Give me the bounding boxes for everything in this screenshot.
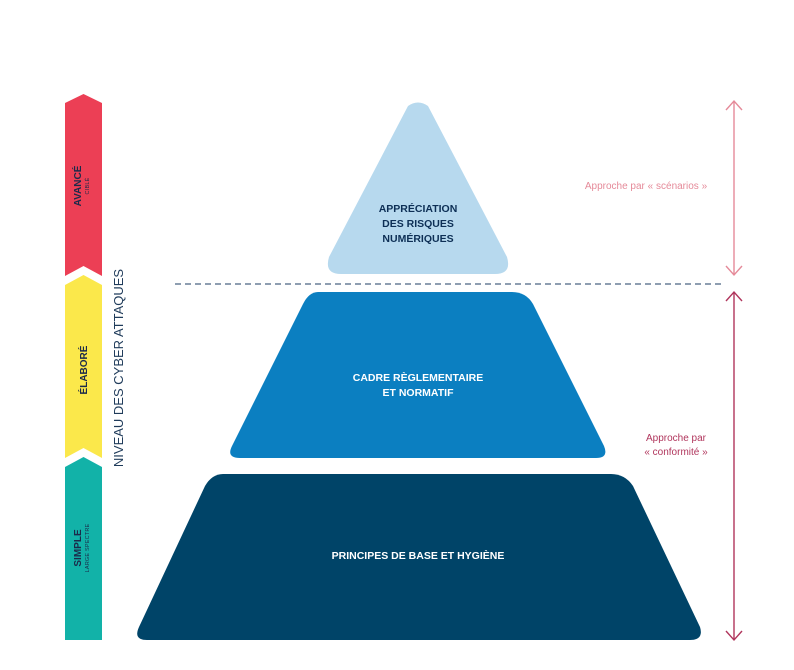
tier-middle-line-2: ET NORMATIF: [383, 387, 455, 399]
approach-scenarios-label: Approche par « scénarios »: [585, 181, 708, 192]
tier-bottom-line-1: PRINCIPES DE BASE ET HYGIÈNE: [332, 549, 505, 562]
level-label-avance: AVANCÉ: [71, 165, 84, 206]
pyramid-tier-middle: [230, 292, 606, 458]
level-bar: AVANCÉ CIBLÉ ÉLABORÉ SIMPLE LARGE SPECTR…: [65, 94, 102, 640]
tier-top-line-2: DES RISQUES: [382, 218, 454, 230]
level-segment-elabore: [65, 275, 102, 458]
level-sub-avance: CIBLÉ: [84, 177, 91, 194]
conformite-range-arrow: [725, 290, 743, 642]
axis-title: NIVEAU DES CYBER ATTAQUES: [111, 269, 126, 468]
tier-top-line-3: NUMÉRIQUES: [382, 232, 453, 245]
scenarios-range-arrow: [725, 99, 743, 277]
level-label-simple: SIMPLE: [73, 529, 84, 567]
level-label-elabore: ÉLABORÉ: [77, 345, 90, 394]
level-segment-avance: [65, 94, 102, 276]
tier-middle-line-1: CADRE RÈGLEMENTAIRE: [353, 371, 483, 384]
approach-conformite-line-2: « conformité »: [644, 447, 708, 458]
tier-top-line-1: APPRÉCIATION: [379, 202, 458, 215]
level-segment-simple: [65, 457, 102, 640]
pyramid-tier-top: [327, 102, 509, 274]
pyramid-tier-bottom: [137, 474, 701, 640]
approach-conformite-line-1: Approche par: [646, 433, 707, 444]
level-sub-simple: LARGE SPECTRE: [85, 524, 91, 573]
